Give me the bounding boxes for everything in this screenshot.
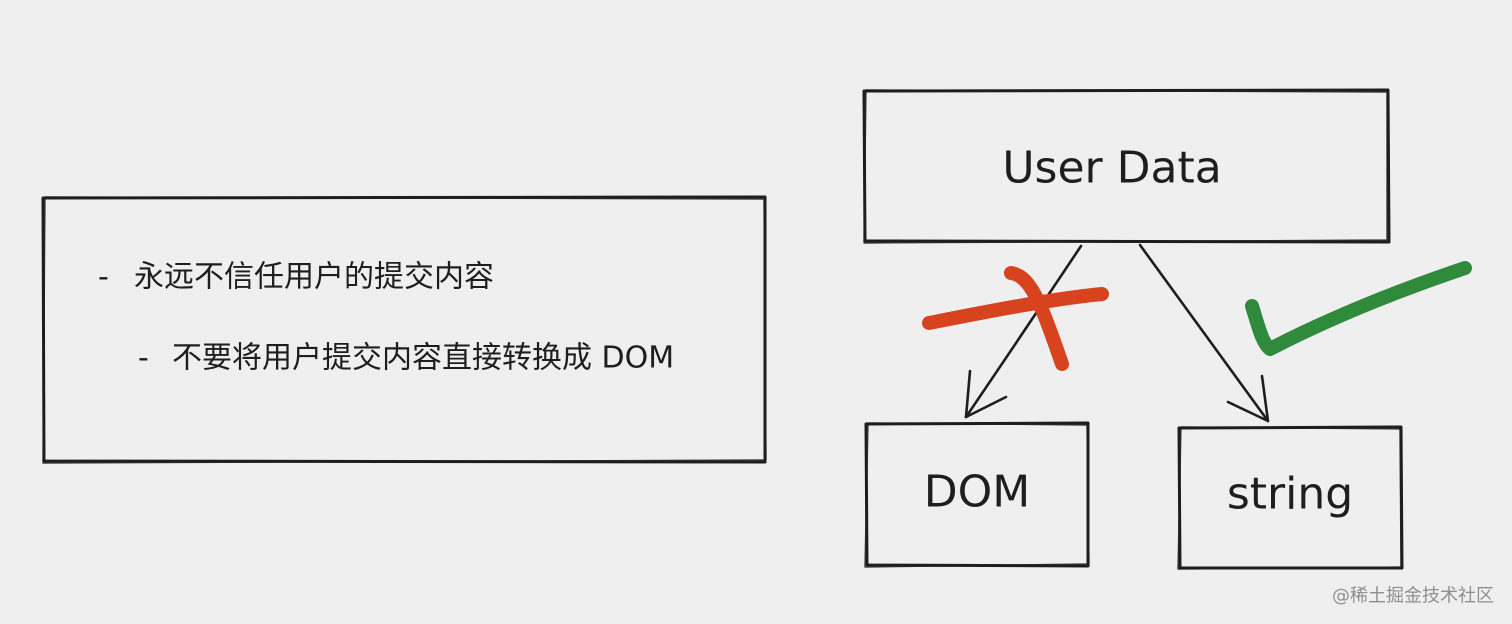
rule-1-text: 永远不信任用户的提交内容 — [134, 260, 494, 295]
arrow-to-dom-shaft — [964, 244, 1083, 419]
rules-box: - 永远不信任用户的提交内容 - 不要将用户提交内容直接转换成 DOM — [41, 195, 767, 464]
cross-mark-stroke-2 — [1004, 266, 1069, 371]
dom-node-label: DOM — [924, 467, 1030, 518]
arrow-to-string-shaft — [1138, 243, 1270, 423]
watermark-text: @稀土掘金技术社区 — [1332, 586, 1494, 607]
cross-mark-stroke-1 — [922, 287, 1109, 330]
rules-box-border-overstroke — [42, 196, 767, 464]
rule-2-bullet: - — [138, 341, 149, 376]
user-data-node-border-overstroke — [863, 89, 1388, 244]
check-mark-stroke — [1245, 261, 1472, 356]
string-node-label: string — [1227, 469, 1353, 520]
dom-node: DOM — [864, 421, 1090, 568]
user-data-node: User Data — [862, 88, 1391, 244]
rule-2-text: 不要将用户提交内容直接转换成 DOM — [172, 341, 674, 376]
arrow-to-dom — [964, 244, 1083, 419]
cross-mark-icon — [922, 266, 1109, 371]
dom-node-border-overstroke — [864, 422, 1090, 568]
check-mark-icon — [1245, 261, 1472, 356]
arrow-to-dom-head — [964, 369, 1008, 419]
string-node: string — [1177, 425, 1404, 570]
string-node-border-overstroke — [1177, 426, 1402, 570]
user-data-node-label: User Data — [1002, 143, 1221, 194]
arrow-to-string-head — [1226, 374, 1270, 423]
rule-1-bullet: - — [98, 260, 109, 295]
arrow-to-string — [1138, 243, 1270, 423]
